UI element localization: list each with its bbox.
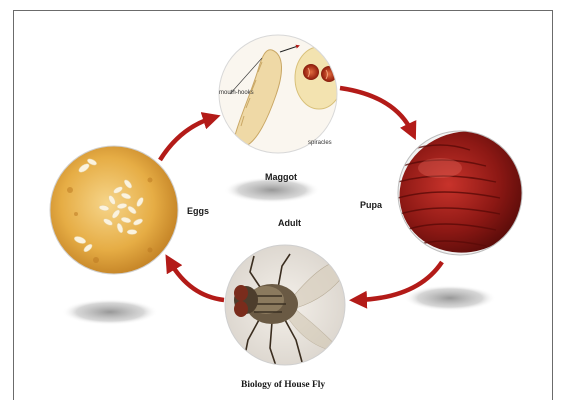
maggot-label: Maggot	[265, 172, 297, 182]
adult-label: Adult	[278, 218, 301, 228]
eggs-image	[50, 146, 178, 274]
pupa-label: Pupa	[360, 200, 382, 210]
arrow-adult-to-eggs	[170, 262, 224, 300]
arrow-eggs-to-maggot	[160, 118, 212, 160]
figure-caption: Biology of House Fly	[241, 380, 325, 390]
mouth-hooks-annotation: mouth-hooks	[219, 90, 254, 96]
pupa-image	[384, 115, 547, 270]
pupa-shadow	[404, 285, 496, 311]
eggs-label: Eggs	[187, 206, 209, 216]
arrow-maggot-to-pupa	[340, 88, 412, 132]
adult-fly-image	[225, 245, 352, 366]
spiracles-annotation: spiracles	[308, 140, 332, 146]
eggs-shadow	[62, 299, 158, 325]
